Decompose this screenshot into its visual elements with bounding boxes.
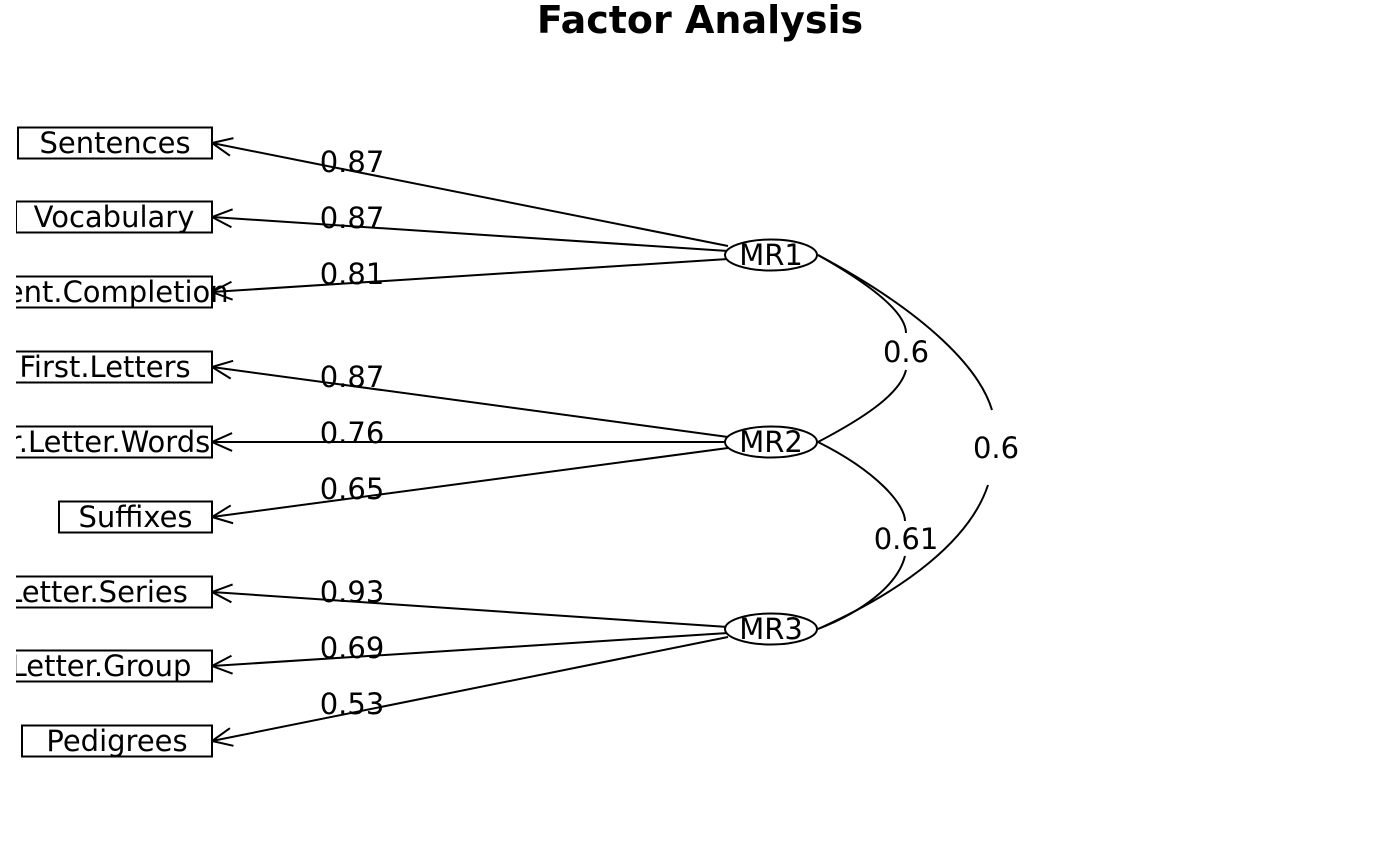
- loading-coefficient: 0.87: [320, 201, 385, 235]
- variable-node-sent-completion: Sent.Completion: [0, 275, 229, 309]
- correlation-curve: [817, 254, 993, 630]
- variable-label: Four.Letter.Words: [0, 425, 210, 459]
- correlation-path-mr1-mr3: [817, 254, 993, 630]
- variable-box: [16, 350, 213, 384]
- factor-node-mr2: MR2: [724, 425, 818, 459]
- variable-label: Letter.Series: [6, 575, 188, 609]
- loading-path-mr3-pedigrees: [209, 636, 729, 747]
- loading-coefficient: 0.76: [320, 416, 385, 450]
- variable-box: [16, 575, 213, 609]
- factor-label: MR1: [739, 238, 803, 272]
- variable-label: Vocabulary: [34, 200, 195, 234]
- variable-node-four-letter-words: Four.Letter.Words: [0, 425, 213, 459]
- variable-label: Sent.Completion: [0, 275, 229, 309]
- variable-node-sentences: Sentences: [17, 126, 213, 160]
- loading-coefficient: 0.69: [320, 631, 385, 665]
- variable-box: [17, 126, 213, 160]
- variable-node-vocabulary: Vocabulary: [16, 200, 213, 234]
- loading-line: [211, 366, 729, 438]
- loading-coefficient: 0.53: [320, 687, 385, 721]
- factor-node-mr1: MR1: [724, 238, 818, 272]
- factor-ellipse: [724, 612, 818, 646]
- variable-box: [16, 425, 213, 459]
- factor-ellipse: [724, 238, 818, 272]
- loading-coefficient: 0.65: [320, 472, 385, 506]
- variable-node-first-letters: First.Letters: [16, 350, 213, 384]
- loading-line: [211, 591, 729, 628]
- loading-coefficient: 0.87: [320, 360, 385, 394]
- factor-ellipse: [724, 425, 818, 459]
- variable-box: [16, 275, 213, 309]
- variable-box: [58, 500, 213, 534]
- loading-coefficient: 0.87: [320, 145, 385, 179]
- variable-label: Letter.Group: [11, 649, 192, 683]
- variable-node-letter-series: Letter.Series: [6, 575, 213, 609]
- loading-line: [211, 216, 729, 252]
- loading-path-mr1-sentences: [209, 137, 729, 247]
- loading-path-mr3-letter-series: [209, 583, 729, 628]
- loading-line: [211, 258, 729, 293]
- loading-line: [211, 636, 729, 742]
- loading-path-mr2-first-letters: [209, 359, 729, 438]
- path-layer: [209, 137, 993, 747]
- loading-path-mr2-suffixes: [209, 447, 729, 525]
- factor-label: MR3: [739, 612, 803, 646]
- variable-label: Pedigrees: [46, 724, 187, 758]
- variable-node-pedigrees: Pedigrees: [21, 724, 213, 758]
- variable-label: Sentences: [39, 126, 190, 160]
- factor-node-mr3: MR3: [724, 612, 818, 646]
- loading-line: [211, 447, 729, 518]
- factor-label: MR2: [739, 425, 803, 459]
- correlation-coefficient: 0.61: [874, 522, 939, 556]
- variable-node-letter-group: Letter.Group: [11, 649, 213, 683]
- coefficient-layer: 0.6 0.61 0.6 0.87 0.87 0.81 0.87 0.76 0.65 0.93 0.…: [320, 145, 1019, 721]
- diagram-title: Factor Analysis: [537, 0, 863, 42]
- variable-node-suffixes: Suffixes: [58, 500, 213, 534]
- variable-box: [21, 724, 213, 758]
- variable-label: Suffixes: [78, 500, 192, 534]
- loading-coefficient: 0.93: [320, 575, 385, 609]
- variable-box: [16, 649, 213, 683]
- loading-line: [211, 142, 729, 247]
- loading-coefficient: 0.81: [320, 257, 385, 291]
- loading-path-mr2-four-letter-words: [209, 432, 728, 452]
- node-layer: SentencesVocabularySent.CompletionFirst.…: [0, 126, 818, 758]
- loading-path-mr1-sent-completion: [209, 258, 729, 301]
- variable-label: First.Letters: [19, 350, 190, 384]
- variable-box: [16, 200, 213, 234]
- correlation-coefficient: 0.6: [883, 335, 929, 369]
- correlation-coefficient: 0.6: [973, 431, 1019, 465]
- loading-line: [211, 632, 729, 667]
